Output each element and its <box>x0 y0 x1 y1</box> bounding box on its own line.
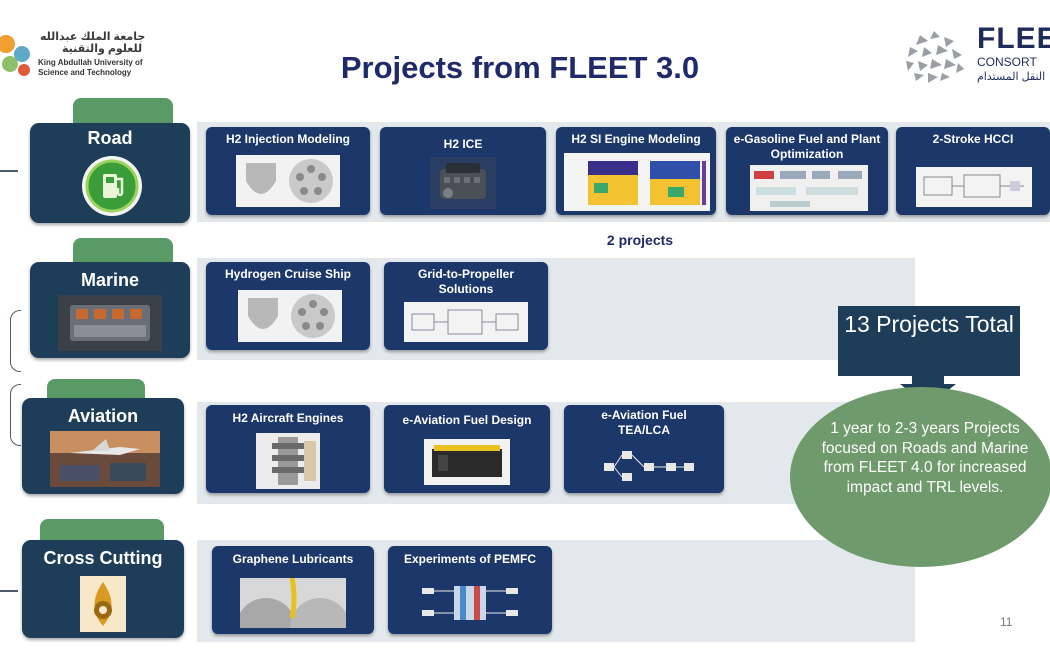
project-title: 2-Stroke HCCI <box>932 132 1014 146</box>
project-card[interactable]: 2-Stroke HCCI <box>896 127 1050 215</box>
project-title: e-Gasoline Fuel and Plant Optimization <box>733 132 881 161</box>
project-title: H2 SI Engine Modeling <box>571 132 701 146</box>
aviation-brace <box>10 384 21 446</box>
tea-lca-flow-icon <box>600 445 700 489</box>
cross-cutting-category: Cross Cutting <box>22 540 184 638</box>
marine-tab <box>73 238 173 264</box>
hcci-schematic-icon <box>916 167 1032 207</box>
project-card[interactable]: e-Aviation Fuel Design <box>384 405 550 493</box>
fuel-pump-icon <box>82 156 142 216</box>
gear-lubrication-icon <box>240 578 346 628</box>
project-card[interactable]: Hydrogen Cruise Ship <box>206 262 370 350</box>
project-card[interactable]: H2 SI Engine Modeling <box>556 127 716 215</box>
kaust-english-name-2: Science and Technology <box>38 68 132 77</box>
project-card[interactable]: Experiments of PEMFC <box>388 546 552 634</box>
project-title: Grid-to-Propeller Solutions <box>417 267 514 296</box>
summary-text: 1 year to 2-3 years Projects focused on … <box>821 420 1029 496</box>
project-card[interactable]: H2 Aircraft Engines <box>206 405 370 493</box>
road-project-count-note: 2 projects <box>606 232 674 248</box>
marine-label: Marine <box>80 270 140 290</box>
project-title: e-Aviation Fuel Design <box>402 413 532 427</box>
kaust-logo-mark-icon <box>0 35 30 76</box>
plant-diagram-icon <box>750 165 868 211</box>
project-title: e-Aviation Fuel TEA/LCA <box>601 408 687 437</box>
aircraft-engine-icon <box>256 433 320 489</box>
project-card[interactable]: e-Gasoline Fuel and Plant Optimization <box>726 127 888 215</box>
project-title: Hydrogen Cruise Ship <box>224 267 352 281</box>
pemfc-schematic-icon <box>416 576 524 630</box>
road-label: Road <box>87 128 133 148</box>
fleet-logo-text: FLEE <box>977 22 1050 55</box>
project-title: Experiments of PEMFC <box>403 552 537 566</box>
kaust-logo <box>0 26 180 88</box>
road-tab <box>73 98 173 126</box>
summary-ellipse: 1 year to 2-3 years Projects focused on … <box>790 387 1050 567</box>
project-title: H2 Injection Modeling <box>225 132 350 146</box>
propulsion-schematic-icon <box>404 302 528 342</box>
kaust-arabic-name-1: جامعة الملك عبدالله <box>40 31 146 43</box>
project-card[interactable]: Graphene Lubricants <box>212 546 374 634</box>
total-projects-callout: 13 Projects Total <box>838 306 1020 376</box>
injector-nozzle-icon <box>236 155 340 207</box>
project-card[interactable]: Grid-to-Propeller Solutions <box>384 262 548 350</box>
cross-cutting-label: Cross Cutting <box>43 548 163 568</box>
marine-aviation-brace <box>10 310 21 372</box>
simulation-contour-plot-icon <box>564 153 710 211</box>
fleet-logo-subtext: CONSORT <box>977 55 1037 69</box>
project-title: H2 Aircraft Engines <box>232 411 344 425</box>
aviation-label: Aviation <box>67 406 139 426</box>
project-card[interactable]: H2 ICE <box>380 127 546 215</box>
marine-engine-icon <box>58 295 162 351</box>
page-number: 11 <box>1000 615 1013 629</box>
airplane-scene-icon <box>50 431 160 487</box>
slide-title: Projects from FLEET 3.0 <box>340 50 700 85</box>
kaust-english-name-1: King Abdullah University of <box>38 58 143 67</box>
injector-nozzle-icon <box>238 290 342 342</box>
fleet-logo-arabic: النقل المستدام <box>977 71 1046 83</box>
fuel-reactor-icon <box>424 439 510 485</box>
oil-drop-icon <box>80 576 126 632</box>
engine-icon <box>430 157 496 209</box>
kaust-arabic-name-2: للعلوم والتقنية <box>62 43 143 55</box>
road-category: Road <box>30 123 190 223</box>
fleet-globe-icon <box>906 31 964 83</box>
project-title: H2 ICE <box>443 137 483 151</box>
road-connector <box>0 170 18 172</box>
cross-cutting-connector <box>0 590 18 592</box>
aviation-category: Aviation <box>22 398 184 494</box>
marine-category: Marine <box>30 262 190 358</box>
project-card[interactable]: e-Aviation Fuel TEA/LCA <box>564 405 724 493</box>
project-title: Graphene Lubricants <box>232 552 354 566</box>
project-card[interactable]: H2 Injection Modeling <box>206 127 370 215</box>
